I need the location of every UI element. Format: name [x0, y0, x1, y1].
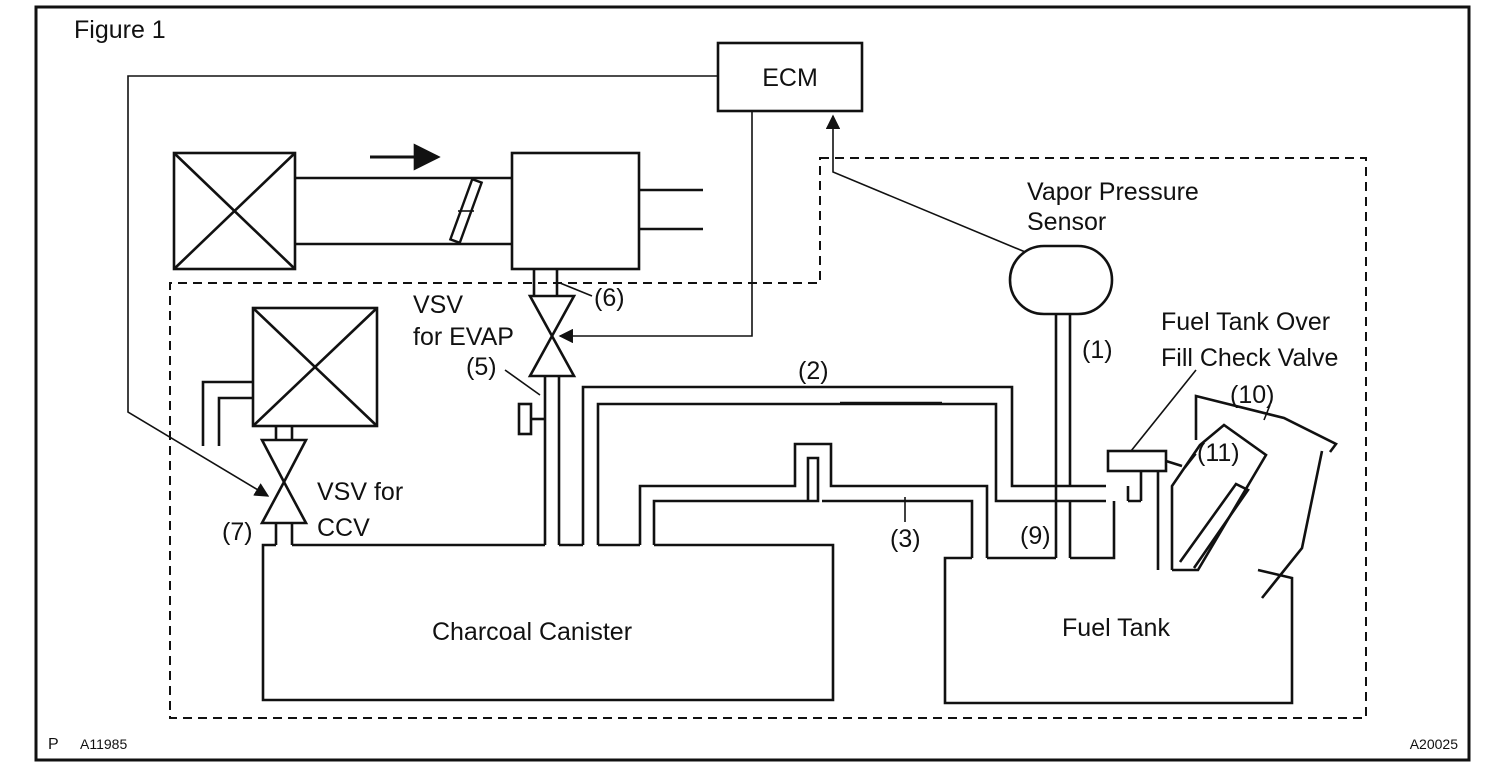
callout-5: (5) — [466, 353, 497, 381]
fuel-tank-label: Fuel Tank — [1062, 614, 1170, 642]
ecm-evap-signal-line — [558, 111, 753, 344]
check-valve-leader — [1130, 369, 1197, 452]
filler-neck-inner — [1170, 423, 1268, 572]
system-boundary — [169, 157, 1367, 719]
vsv-evap-label-2: for EVAP — [413, 323, 514, 351]
fuel-tank — [943, 556, 1294, 705]
ecm-box — [716, 41, 864, 113]
callout-6: (6) — [594, 284, 625, 312]
vapor-pressure-sensor — [1008, 244, 1114, 316]
footer-left-code: A11985 — [80, 736, 127, 752]
callout-5-leader — [504, 369, 541, 396]
callout-10-leader — [1263, 404, 1271, 421]
check-valve-nub — [1165, 459, 1183, 468]
ccv-vent-inner — [217, 396, 253, 446]
charcoal-canister-label: Charcoal Canister — [432, 618, 632, 646]
purge-port — [517, 402, 533, 436]
intake-manifold — [510, 151, 641, 271]
sensor-ecm-signal-line — [825, 114, 1031, 255]
figure-frame — [34, 5, 1471, 762]
vsv-ccv-valve — [259, 438, 309, 525]
callout-1: (1) — [1082, 336, 1113, 364]
charcoal-canister — [261, 543, 835, 702]
vsv-ccv-label-2: CCV — [317, 514, 370, 542]
vsv-ccv-label-1: VSV for — [317, 478, 403, 506]
ccv-vent-outer — [201, 380, 253, 446]
figure-label: Figure 1 — [74, 16, 166, 44]
line-3-inner — [652, 456, 820, 545]
over-fill-check-valve-label-2: Fill Check Valve — [1161, 344, 1338, 372]
fuel-tank-top-right — [1070, 501, 1116, 560]
filler-neck-outer — [1156, 394, 1338, 599]
fuel-tank-top-right2 — [1126, 470, 1143, 503]
ecm-label: ECM — [762, 64, 818, 92]
callout-9: (9) — [1020, 522, 1051, 550]
over-fill-check-valve-label-1: Fuel Tank Over — [1161, 308, 1330, 336]
callout-3: (3) — [890, 525, 921, 553]
vapor-pressure-sensor-label-1: Vapor Pressure — [1027, 178, 1199, 206]
callout-6-leader — [559, 282, 593, 297]
throttle-valve — [448, 177, 484, 245]
callout-2: (2) — [798, 357, 829, 385]
over-fill-check-valve — [1106, 449, 1168, 473]
footer-right-code: A20025 — [1410, 736, 1458, 752]
line-2-inner — [596, 402, 1106, 545]
ecm-ccv-signal-line — [127, 75, 718, 497]
callout-11-leader — [1184, 453, 1197, 469]
line-3-outer — [638, 442, 989, 558]
callout-7: (7) — [222, 518, 253, 546]
vsv-evap-valve — [527, 294, 577, 378]
vsv-evap-label-1: VSV — [413, 291, 463, 319]
air-cleaner — [172, 151, 297, 271]
vapor-pressure-sensor-label-2: Sensor — [1027, 208, 1106, 236]
line-2-outer — [581, 385, 1106, 545]
footer-left-mark: P — [48, 736, 59, 753]
ccv-filter — [251, 306, 379, 428]
filler-pipe-inner — [1178, 482, 1250, 569]
callout-10: (10) — [1230, 381, 1274, 409]
line-3-inner-right — [822, 499, 974, 558]
callout-11: (11) — [1197, 439, 1240, 467]
